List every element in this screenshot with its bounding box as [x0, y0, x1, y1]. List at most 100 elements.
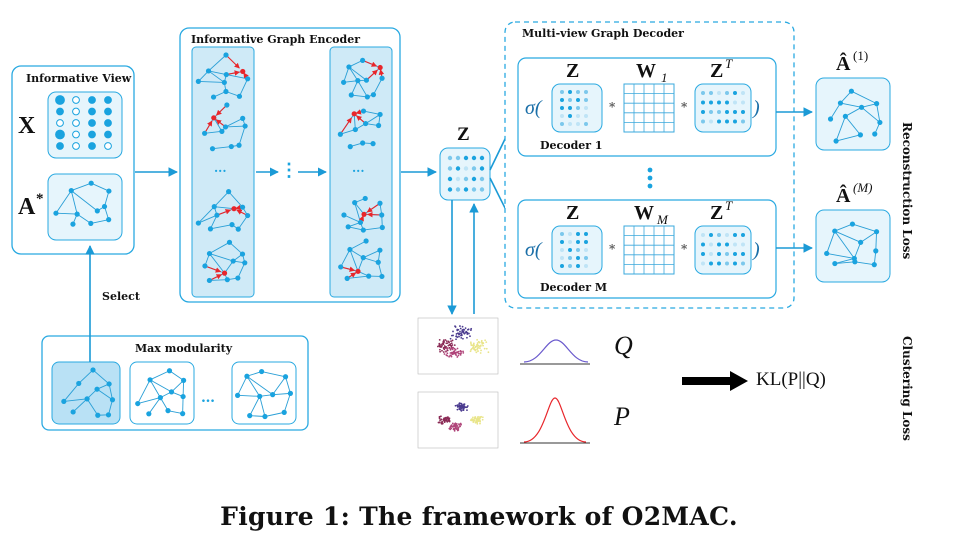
- decoderM-label: Decoder M: [540, 281, 608, 294]
- scatter-point: [463, 405, 466, 407]
- scatter-point: [452, 330, 454, 333]
- graph-node: [90, 367, 96, 373]
- graph-edge: [246, 375, 261, 397]
- matrix-dot: [725, 242, 729, 247]
- matrix-dot: [584, 98, 588, 102]
- graph-edge: [198, 206, 215, 224]
- scatter-point: [477, 350, 479, 353]
- matrix-dot: [709, 252, 713, 256]
- graph-edge: [182, 380, 185, 397]
- graph-node: [239, 251, 246, 257]
- max-modularity-label: Max modularity: [135, 342, 233, 355]
- graph-node: [245, 212, 251, 219]
- scatter-point: [472, 346, 475, 349]
- scatter-point: [443, 421, 446, 424]
- graph-node: [206, 277, 213, 284]
- graph-node: [211, 204, 217, 210]
- scatter-point: [459, 325, 461, 327]
- select-label: Select: [102, 290, 140, 303]
- graph-edge: [860, 231, 877, 243]
- scatter-q: [436, 325, 490, 358]
- scatter-point: [476, 342, 479, 344]
- graph-node: [379, 212, 385, 218]
- matrix-dot: [741, 233, 745, 237]
- matrix-dot: [471, 187, 477, 192]
- graph-node: [202, 130, 208, 136]
- scatter-point: [453, 428, 456, 431]
- graph-edge: [209, 279, 228, 281]
- graph-edge: [104, 190, 110, 207]
- scatter-point: [453, 347, 456, 350]
- decoder1-w-label: W: [636, 60, 656, 82]
- kl-black-arrow: [682, 371, 748, 391]
- graph-edge: [92, 369, 110, 385]
- graph-edge: [853, 242, 862, 259]
- graph-edge: [875, 231, 878, 251]
- graph-node: [68, 187, 74, 194]
- graph-node: [352, 126, 358, 133]
- encoder-label: Informative Graph Encoder: [191, 33, 360, 46]
- graph-edge: [348, 66, 367, 81]
- clustering-loss-label: Clustering Loss: [900, 336, 914, 441]
- graph-node: [877, 119, 883, 126]
- matrix-dot: [717, 233, 721, 237]
- scatter-point: [472, 419, 475, 422]
- scatter-point: [476, 422, 479, 425]
- graph-node: [361, 211, 367, 217]
- graph-node: [247, 413, 253, 419]
- p-distribution-curve: [523, 397, 587, 443]
- matrix-dot: [455, 155, 461, 161]
- graph-node: [364, 94, 370, 100]
- scatter-point: [469, 335, 471, 338]
- matrix-dot: [560, 248, 564, 252]
- graph-node: [223, 71, 229, 78]
- graph-edge: [845, 106, 862, 117]
- scatter-point: [438, 415, 441, 418]
- scatter-point: [448, 355, 451, 358]
- graph-edge: [228, 191, 243, 208]
- matrix-dot: [568, 240, 572, 244]
- graph-node: [360, 140, 366, 146]
- scatter-q-frame: [417, 317, 499, 375]
- graph-edge: [137, 397, 161, 405]
- feature-dot: [104, 96, 112, 104]
- graph-edge: [264, 411, 285, 417]
- graph-node: [240, 68, 246, 75]
- graph-node: [147, 377, 153, 383]
- decoderM-star-2: *: [681, 242, 688, 256]
- scatter-point: [476, 345, 479, 347]
- graph-node: [377, 200, 383, 206]
- matrix-dot: [733, 91, 737, 95]
- feature-matrix-box: [47, 91, 123, 159]
- scatter-point: [454, 426, 457, 429]
- graph-edge: [148, 397, 161, 415]
- graph-node: [109, 397, 116, 403]
- scatter-point: [459, 425, 461, 428]
- graph-edge: [852, 223, 877, 233]
- attention-edge: [225, 54, 240, 69]
- graph-edge: [835, 116, 846, 142]
- decoderM-z-label: Z: [566, 202, 580, 224]
- matrix-dot: [725, 252, 729, 256]
- matrix-dot: [725, 119, 729, 124]
- scatter-point: [440, 415, 442, 418]
- graph-node: [180, 393, 186, 400]
- graph-node: [106, 188, 112, 194]
- scatter-point: [442, 347, 445, 350]
- graph-edge: [237, 394, 260, 397]
- graph-edge: [239, 78, 249, 97]
- scatter-point: [438, 338, 441, 341]
- matrix-dot: [568, 122, 572, 126]
- matrix-dot: [725, 261, 729, 266]
- scatter-point: [451, 422, 454, 425]
- graph-node: [61, 398, 67, 405]
- scatter-point: [479, 352, 482, 354]
- graph-edge: [71, 182, 92, 192]
- graph-edge: [71, 190, 98, 212]
- graph-edge: [365, 114, 381, 124]
- scatter-point: [457, 426, 459, 429]
- graph-edge: [63, 383, 80, 402]
- matrix-dot: [701, 100, 705, 105]
- scatter-point: [449, 426, 452, 429]
- graph-edge: [72, 398, 88, 413]
